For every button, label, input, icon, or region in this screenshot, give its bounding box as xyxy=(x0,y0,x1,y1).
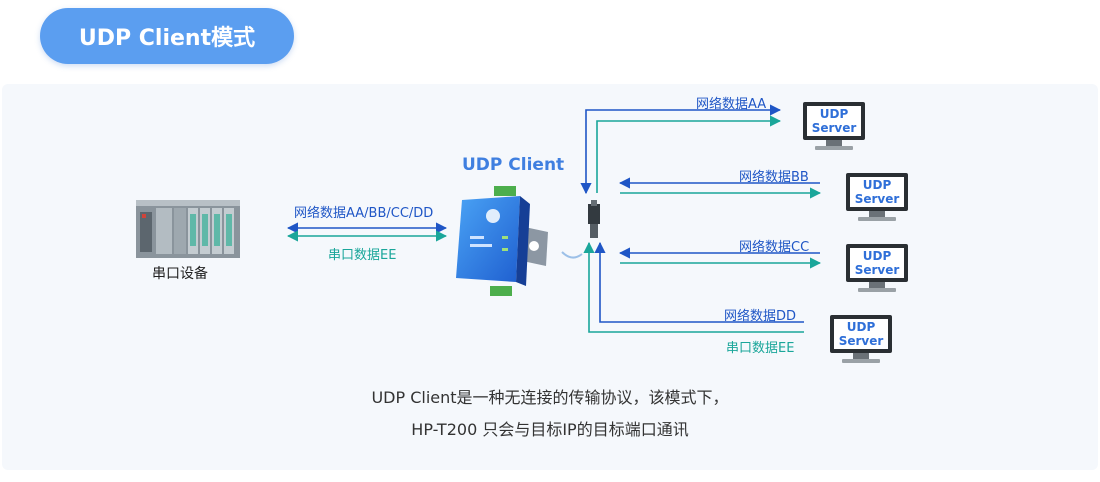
signal-curve-icon xyxy=(561,251,583,259)
serial-data-ee-return-label: 串口数据EE xyxy=(726,341,795,356)
server-monitor-icon-dd xyxy=(830,315,892,363)
serial-device-label: 串口设备 xyxy=(152,266,208,282)
caption-line-2: HP-T200 只会与目标IP的目标端口通讯 xyxy=(411,420,689,439)
caption-line-1: UDP Client是一种无连接的传输协议，该模式下， xyxy=(371,388,729,407)
network-data-bb-label: 网络数据BB xyxy=(739,170,809,185)
network-data-aa-label: 网络数据AA xyxy=(696,97,767,112)
network-data-dd-label: 网络数据DD xyxy=(724,309,797,324)
serial-data-label: 串口数据EE xyxy=(328,248,397,263)
mode-title: UDP Client模式 xyxy=(40,8,294,64)
server-label-dd: UDP Server xyxy=(838,320,884,348)
server-monitor-icon-cc xyxy=(846,244,908,292)
serial-device-icon xyxy=(136,200,240,258)
diagram-panel xyxy=(2,84,1098,470)
server-monitor-icon-bb xyxy=(846,173,908,221)
server-label-aa: UDP Server xyxy=(811,107,857,135)
udp-client-device-icon xyxy=(456,186,548,296)
network-branch-lines xyxy=(580,104,822,333)
server-monitor-icon-aa xyxy=(803,102,865,150)
server-label-cc: UDP Server xyxy=(854,249,900,277)
udp-client-title: UDP Client xyxy=(462,155,565,175)
server-label-bb: UDP Server xyxy=(854,178,900,206)
antenna-icon xyxy=(588,200,600,238)
network-data-label: 网络数据AA/BB/CC/DD xyxy=(294,206,434,221)
network-data-cc-label: 网络数据CC xyxy=(739,240,810,255)
